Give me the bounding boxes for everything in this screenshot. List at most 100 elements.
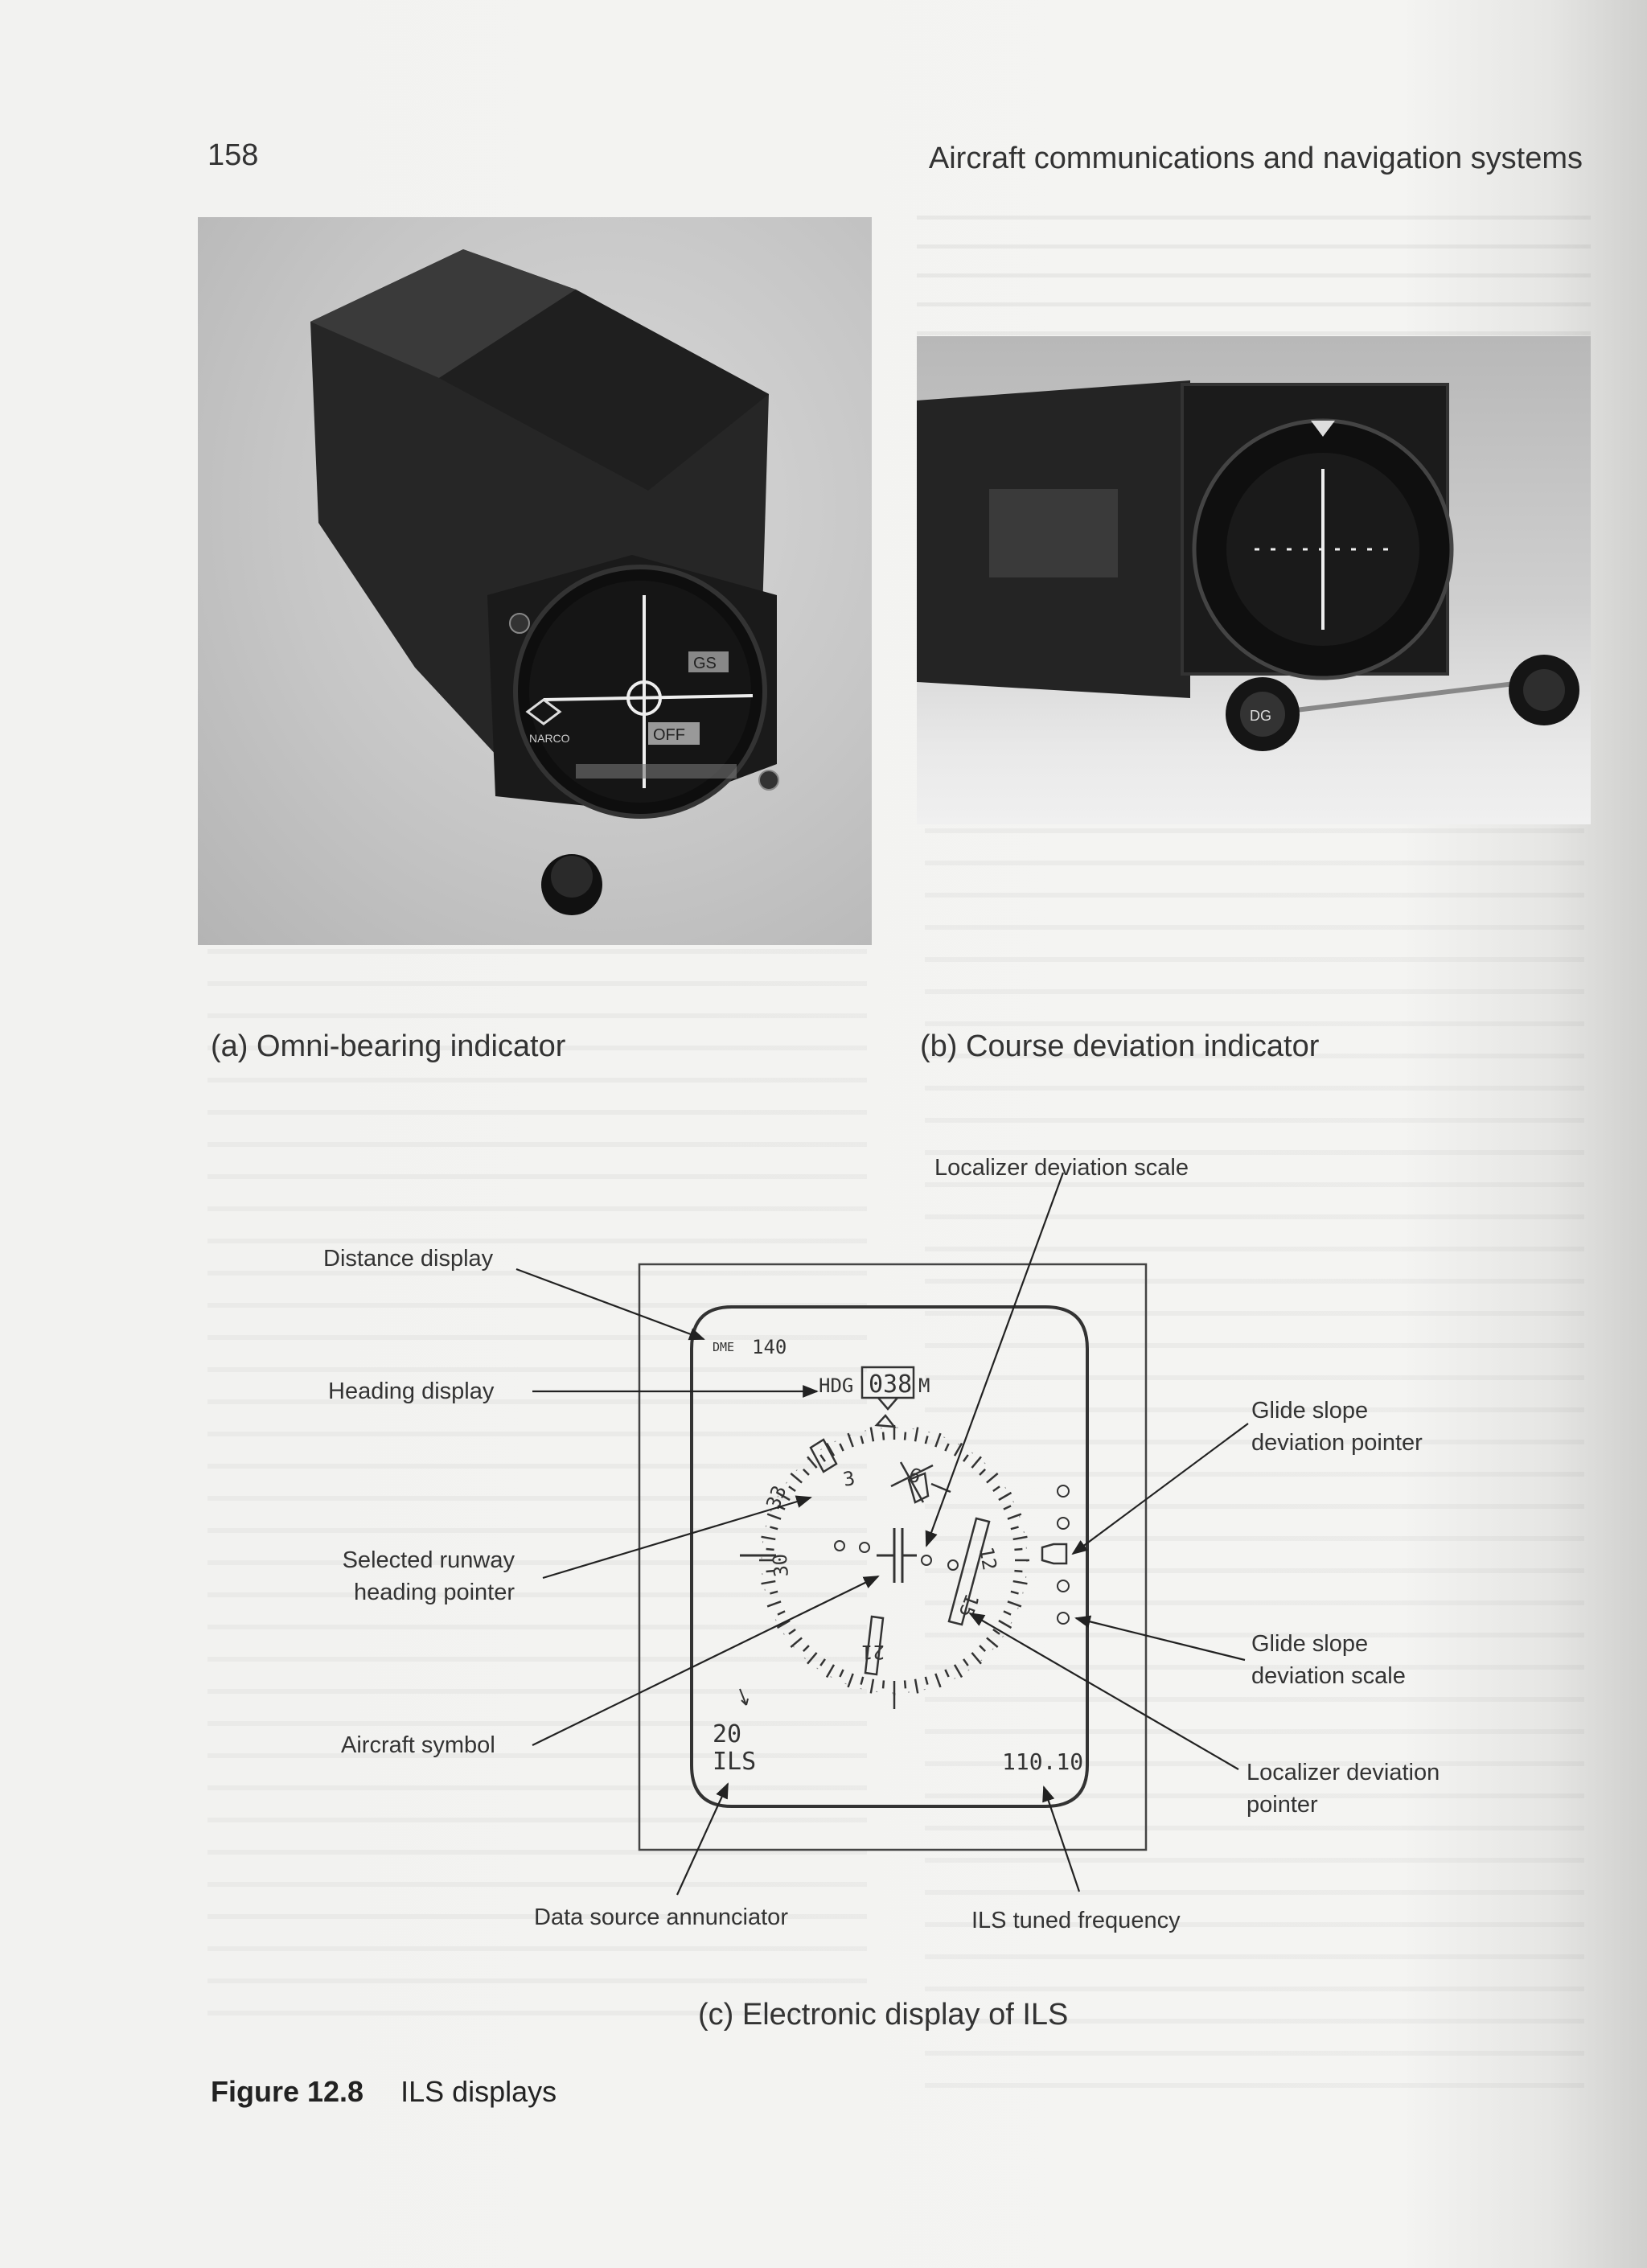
show-through-right [925, 828, 1584, 2091]
compass-tick [903, 1680, 907, 1689]
leader-data-source [676, 1782, 729, 1896]
leader-localizer-pointer [968, 1613, 1239, 1770]
compass-tick [777, 1610, 786, 1616]
compass-tick [819, 1454, 826, 1462]
leader-distance [515, 1268, 705, 1341]
localizer-deviation-bar-lower [864, 1615, 885, 1676]
label-glide-scale: Glide slope deviation scale [1251, 1628, 1406, 1692]
compass-tick [766, 1513, 782, 1520]
localizer-dot [834, 1540, 845, 1551]
label-ils-frequency: ILS tuned frequency [971, 1908, 1181, 1933]
compass-tick [963, 1454, 969, 1462]
compass-tick [1014, 1547, 1023, 1551]
compass-tick [953, 1664, 963, 1678]
label-runway-line1: Selected runway [342, 1547, 515, 1573]
compass-tick [971, 1652, 982, 1665]
compass-tick [903, 1432, 907, 1440]
lubber-line [877, 1397, 898, 1411]
label-loc-pointer-line1: Localizer deviation [1247, 1760, 1440, 1785]
leader-localizer-scale [925, 1172, 1065, 1547]
compass-tick [881, 1680, 885, 1689]
ils-frequency: 110.10 [1002, 1748, 1083, 1775]
compass-tick [992, 1629, 1000, 1635]
compass-tick [944, 1443, 950, 1452]
brand-label: NARCO [529, 732, 570, 745]
label-glide-pointer-line2: deviation pointer [1251, 1430, 1423, 1456]
compass-tick [839, 1669, 844, 1678]
localizer-deviation-bar [947, 1517, 991, 1626]
hdg-value: 038 [869, 1370, 912, 1399]
compass-tick [1007, 1600, 1022, 1608]
figure-caption: ILS displays [400, 2075, 557, 2108]
compass-tick [1012, 1580, 1028, 1585]
label-glide-scale-line1: Glide slope [1251, 1631, 1369, 1657]
label-runway-line2: heading pointer [354, 1580, 515, 1605]
hdg-label: HDG [819, 1374, 853, 1397]
source-line1: 20 [713, 1720, 741, 1748]
label-aircraft-symbol: Aircraft symbol [341, 1732, 495, 1758]
label-data-source: Data source annunciator [534, 1904, 788, 1930]
compass-tick [992, 1485, 1000, 1492]
svg-text:21: 21 [861, 1641, 885, 1663]
show-through-left [207, 949, 867, 2019]
leader-glide-scale [1074, 1615, 1246, 1662]
compass-tick [1014, 1569, 1023, 1573]
callout-leaders [515, 1172, 1249, 1896]
compass-tick [986, 1473, 999, 1484]
compass-tick [1012, 1535, 1028, 1541]
compass-tick [766, 1547, 774, 1551]
glide-slope-dot [1057, 1612, 1070, 1625]
leader-runway-heading [542, 1495, 812, 1580]
compass-tick [807, 1652, 818, 1665]
compass-tick [1010, 1590, 1019, 1595]
annunciator-arrow [739, 1688, 749, 1706]
svg-text:30: 30 [769, 1553, 793, 1578]
compass-tick [860, 1676, 865, 1685]
compass-tick [934, 1432, 942, 1448]
compass-tick [998, 1619, 1012, 1629]
gs-flag: GS [693, 655, 717, 672]
compass-tick [914, 1678, 919, 1694]
compass-tick [807, 1456, 818, 1469]
svg-text:3: 3 [841, 1467, 856, 1491]
omni-bearing-indicator-photo: GS OFF NARCO [198, 217, 872, 945]
course-deviation-indicator-drawing: DG [917, 380, 1579, 751]
compass-tick [825, 1664, 836, 1678]
compass-tick [770, 1590, 778, 1595]
label-localizer-pointer: Localizer deviation pointer [1247, 1756, 1440, 1821]
compass-tick [953, 1442, 963, 1457]
compass-tick [788, 1485, 796, 1492]
localizer-dot [859, 1542, 870, 1553]
label-runway-heading: Selected runway heading pointer [320, 1544, 515, 1609]
label-heading-display: Heading display [328, 1378, 495, 1404]
hdg-suffix: M [918, 1374, 930, 1397]
hdg-box [860, 1366, 915, 1399]
caption-a: (a) Omni-bearing indicator [211, 1029, 566, 1063]
label-loc-pointer-line2: pointer [1247, 1792, 1318, 1818]
compass-tick [979, 1645, 987, 1653]
glide-slope-pointer [1041, 1543, 1068, 1565]
compass-tick [944, 1669, 950, 1678]
aircraft-symbol [740, 1528, 917, 1583]
heading-index [874, 1414, 897, 1428]
compass-rose-ticks [759, 1425, 1029, 1695]
compass-tick [1007, 1513, 1022, 1520]
running-title: Aircraft communications and navigation s… [928, 142, 1583, 175]
compass-tick [766, 1600, 782, 1608]
compass-tick [860, 1436, 865, 1444]
dg-knob-label: DG [1250, 708, 1271, 724]
label-glide-scale-line2: deviation scale [1251, 1663, 1406, 1689]
label-distance-display: Distance display [323, 1246, 494, 1272]
compass-tick [914, 1427, 919, 1442]
course-deviation-indicator-photo: DG [917, 336, 1591, 824]
dme-label: DME [713, 1340, 734, 1354]
leader-aircraft [532, 1576, 880, 1746]
leader-frequency [1042, 1785, 1081, 1892]
caption-b: (b) Course deviation indicator [920, 1029, 1320, 1063]
photo-b-top-band [917, 216, 1591, 336]
compass-tick [1003, 1505, 1012, 1510]
compass-tick [1010, 1526, 1019, 1530]
